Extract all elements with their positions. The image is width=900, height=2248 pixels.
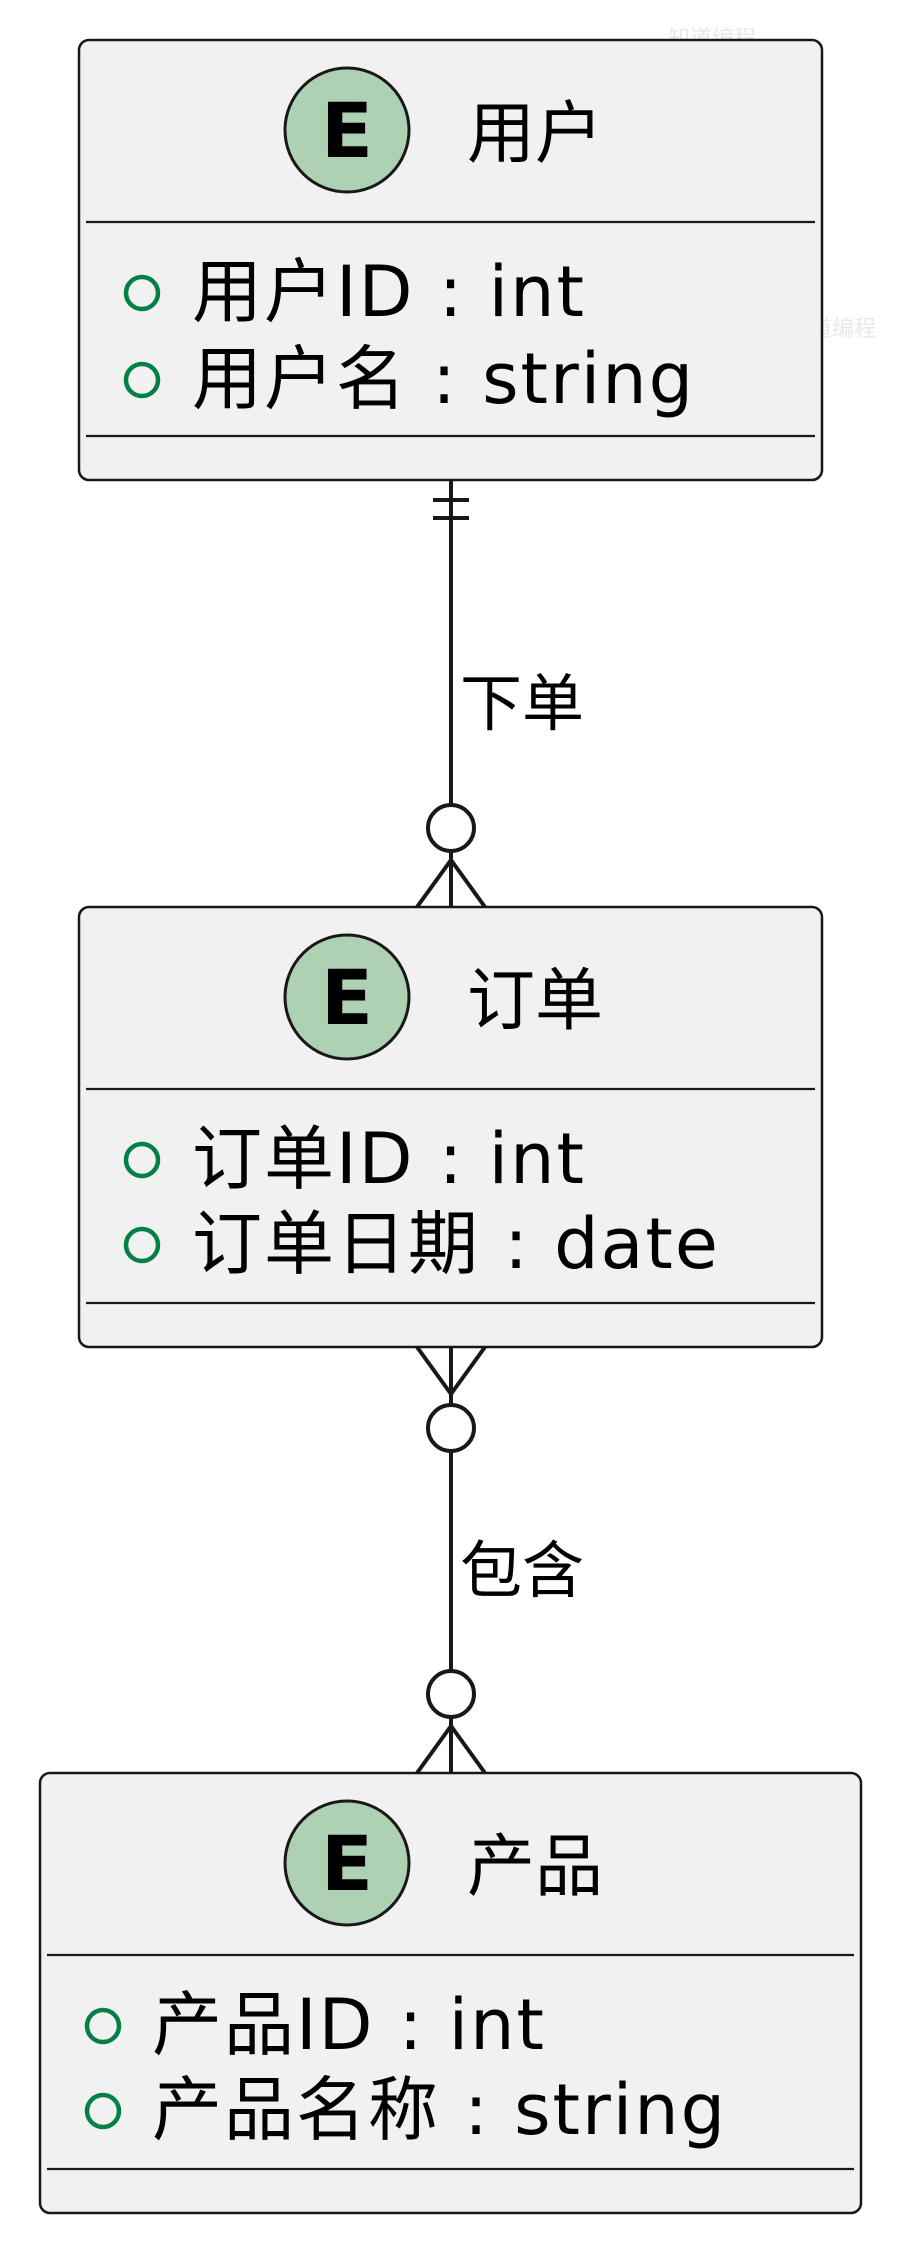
svg-text:E: E: [321, 1819, 373, 1908]
relation-order-product[interactable]: 包含: [415, 1345, 584, 1775]
entity-user-attr-id: 用户ID : int: [192, 251, 586, 333]
entity-user[interactable]: E 用户 用户ID : int 用户名 : string: [77, 38, 824, 482]
entity-order-attr-id: 订单ID : int: [192, 1118, 586, 1200]
zero-or-many-marker-icon: [415, 1669, 487, 1775]
entity-product[interactable]: E 产品 产品ID : int 产品名称 : string: [38, 1771, 863, 2215]
entity-badge-icon: E: [283, 66, 411, 194]
public-attr-marker-icon: [123, 1141, 161, 1179]
entity-user-attr-name: 用户名 : string: [192, 338, 695, 420]
entity-product-box: [38, 1771, 863, 2215]
entity-order[interactable]: E 订单 订单ID : int 订单日期 : date: [77, 905, 824, 1349]
relation-label: 包含: [460, 1534, 584, 1607]
entity-order-title: 订单: [467, 962, 603, 1041]
svg-text:E: E: [321, 953, 373, 1042]
entity-order-attr-date: 订单日期 : date: [192, 1203, 720, 1285]
svg-text:E: E: [321, 86, 373, 175]
entity-badge-icon: E: [283, 1799, 411, 1927]
relation-user-order[interactable]: 下单: [415, 480, 584, 909]
zero-or-many-marker-icon: [415, 1345, 487, 1453]
relation-label: 下单: [460, 667, 584, 740]
zero-or-many-marker-icon: [415, 803, 487, 909]
entity-user-title: 用户: [467, 95, 603, 174]
entity-badge-icon: E: [283, 933, 411, 1061]
public-attr-marker-icon: [84, 2092, 122, 2130]
entity-product-attr-name: 产品名称 : string: [152, 2069, 727, 2151]
entity-product-attr-id: 产品ID : int: [152, 1984, 546, 2066]
public-attr-marker-icon: [123, 361, 161, 399]
entity-product-title: 产品: [467, 1828, 603, 1907]
public-attr-marker-icon: [123, 274, 161, 312]
exactly-one-marker-icon: [433, 498, 469, 520]
public-attr-marker-icon: [123, 1226, 161, 1264]
public-attr-marker-icon: [84, 2007, 122, 2045]
